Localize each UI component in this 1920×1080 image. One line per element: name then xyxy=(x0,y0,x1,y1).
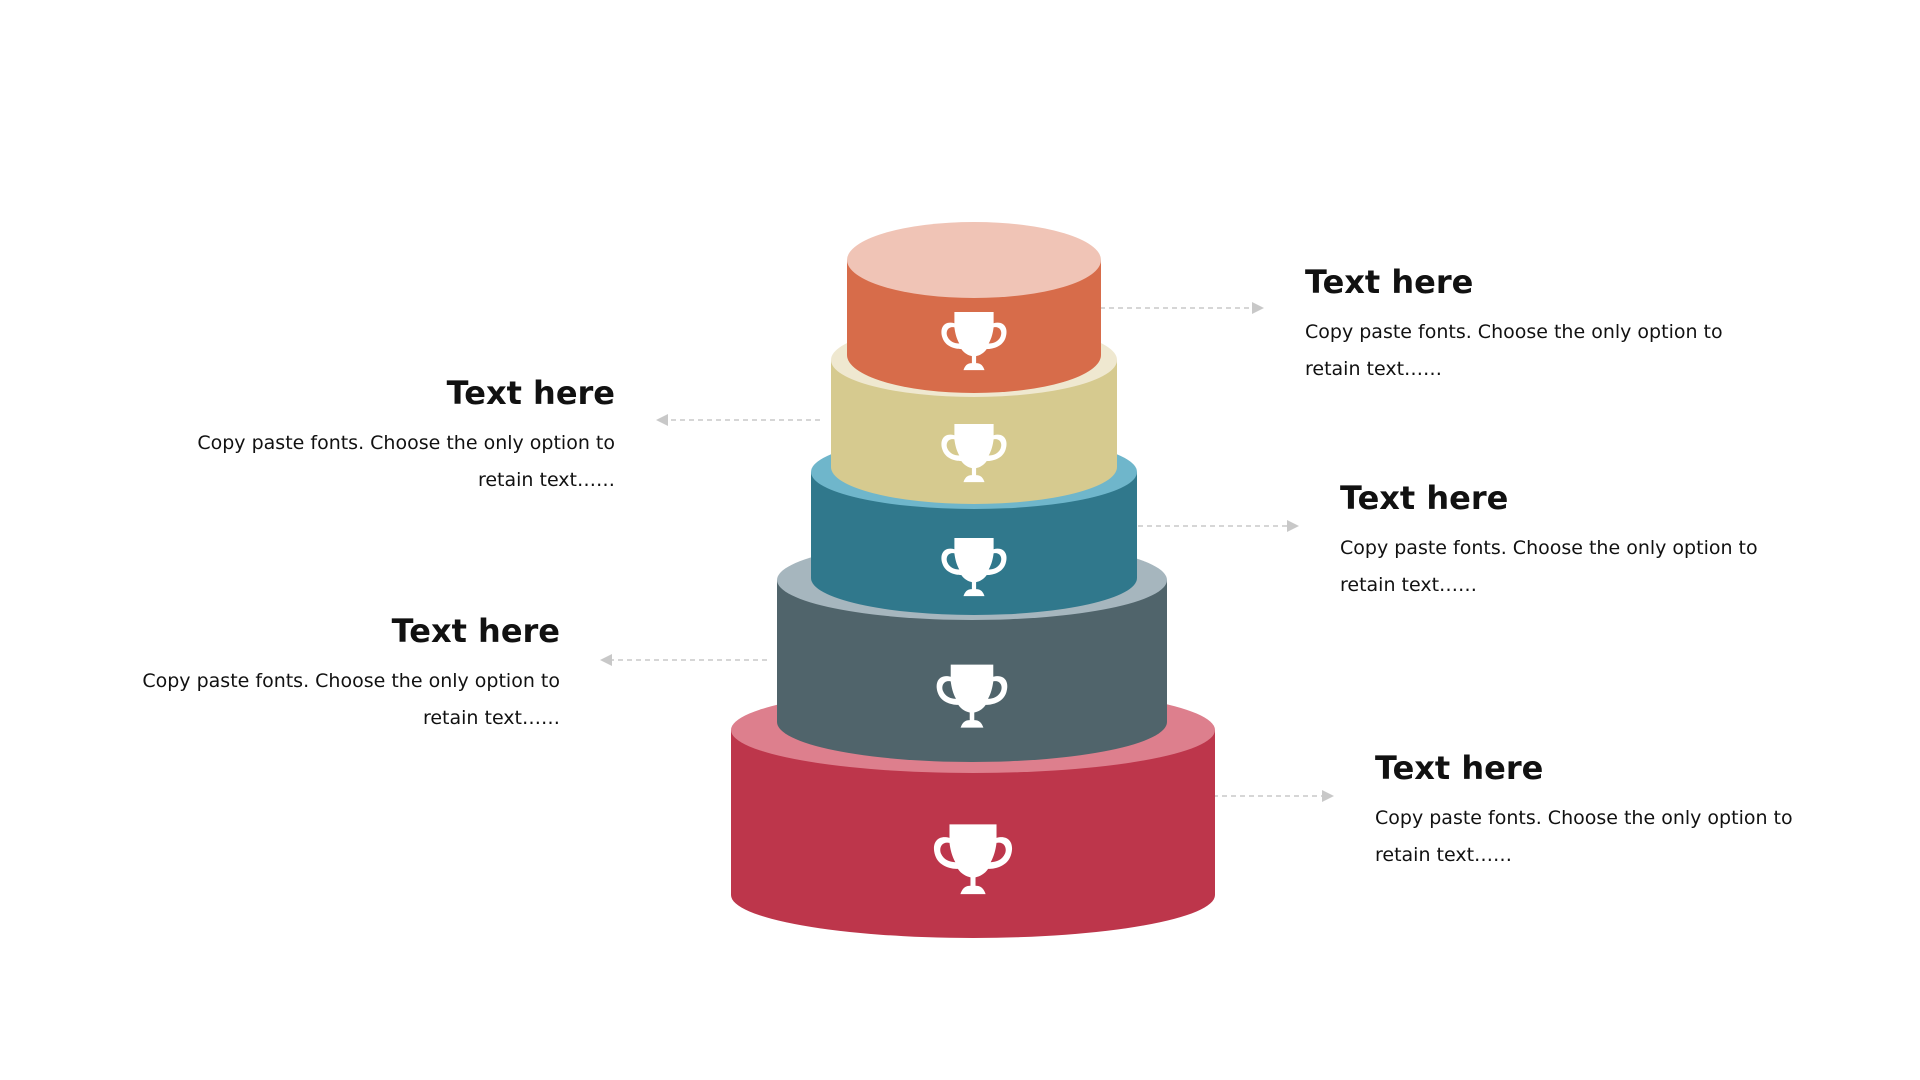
cylinder-top xyxy=(847,222,1101,298)
label-description: Copy paste fonts. Choose the only option… xyxy=(1375,807,1793,866)
cylinder-stack xyxy=(731,222,1215,938)
label-tier-5: Text here Copy paste fonts. Choose the o… xyxy=(1375,748,1845,874)
connectors xyxy=(600,302,1334,802)
label-tier-1: Text here Copy paste fonts. Choose the o… xyxy=(1305,262,1775,388)
label-tier-4: Text here Copy paste fonts. Choose the o… xyxy=(90,611,560,737)
label-description: Copy paste fonts. Choose the only option… xyxy=(1340,537,1758,596)
cylinder-tier-1 xyxy=(847,222,1101,393)
label-title: Text here xyxy=(1305,263,1474,301)
label-title: Text here xyxy=(446,374,615,412)
connector-tier-4 xyxy=(600,654,767,666)
label-description: Copy paste fonts. Choose the only option… xyxy=(197,432,615,491)
connector-tier-1 xyxy=(1100,302,1264,314)
label-description: Copy paste fonts. Choose the only option… xyxy=(142,670,560,729)
label-title: Text here xyxy=(391,612,560,650)
connector-tier-2 xyxy=(656,414,820,426)
label-title: Text here xyxy=(1340,479,1509,517)
connector-tier-5 xyxy=(1213,790,1334,802)
label-tier-2: Text here Copy paste fonts. Choose the o… xyxy=(145,373,615,499)
connector-tier-3 xyxy=(1138,520,1299,532)
label-description: Copy paste fonts. Choose the only option… xyxy=(1305,321,1723,380)
label-title: Text here xyxy=(1375,749,1544,787)
label-tier-3: Text here Copy paste fonts. Choose the o… xyxy=(1340,478,1810,604)
